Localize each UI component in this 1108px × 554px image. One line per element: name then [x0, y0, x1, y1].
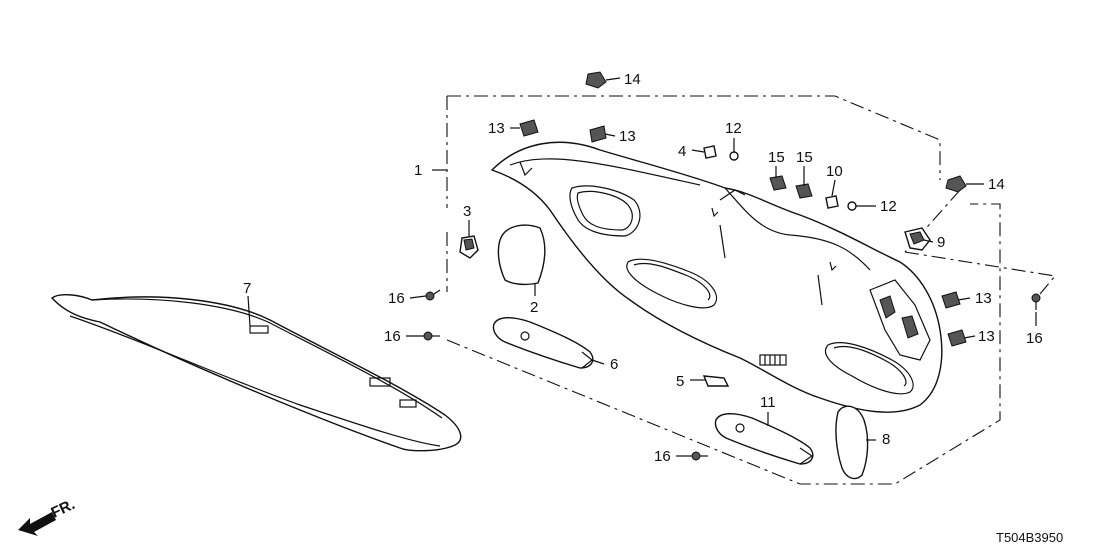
callout-14-right: 14 — [988, 176, 1005, 193]
callout-13-right-lower: 13 — [978, 328, 995, 345]
part-6-handle-cover — [492, 317, 594, 369]
callout-13-center: 13 — [619, 128, 636, 145]
callout-10: 10 — [826, 163, 843, 180]
callout-5: 5 — [676, 373, 684, 390]
callout-13-right-upper: 13 — [975, 290, 992, 307]
callout-16-upper-left: 16 — [388, 290, 405, 307]
callout-15-right: 15 — [796, 149, 813, 166]
callout-14-top: 14 — [624, 71, 641, 88]
part-2-pad — [497, 224, 546, 286]
callout-15-left: 15 — [768, 149, 785, 166]
part-10-clip — [825, 195, 839, 209]
diagram-code: T504B3950 — [996, 530, 1063, 545]
leader-lines — [247, 77, 1037, 457]
callout-7: 7 — [243, 280, 251, 297]
part-4-clip — [703, 145, 717, 159]
part-9-bracket — [904, 227, 931, 251]
callout-6: 6 — [610, 356, 618, 373]
callout-12-upper: 12 — [725, 120, 742, 137]
callout-labels: 1 2 3 4 5 6 7 8 9 10 11 12 12 13 13 13 1… — [243, 71, 1043, 465]
callout-13-left: 13 — [488, 120, 505, 137]
callout-3: 3 — [463, 203, 471, 220]
part-5-plate — [702, 375, 730, 387]
part-15-bumpers — [769, 175, 813, 199]
part-16-screws — [423, 289, 1041, 461]
callout-16-bottom: 16 — [654, 448, 671, 465]
callout-2: 2 — [530, 299, 538, 316]
callout-4: 4 — [678, 143, 686, 160]
part-13-clips — [519, 119, 967, 347]
callout-9: 9 — [937, 234, 945, 251]
callout-1: 1 — [414, 162, 422, 179]
trunk-lid-lining — [490, 141, 943, 413]
direction-label: FR. — [49, 496, 78, 522]
part-14-grommets — [585, 71, 967, 193]
callout-12-right: 12 — [880, 198, 897, 215]
front-direction-arrow: FR. — [18, 496, 78, 536]
callout-16-right: 16 — [1026, 330, 1043, 347]
callout-8: 8 — [882, 431, 890, 448]
assembly-boundary — [446, 95, 1057, 485]
part-7-trim-strap — [50, 293, 462, 452]
callout-16-lower-left: 16 — [384, 328, 401, 345]
part-3-bracket — [459, 235, 479, 259]
part-11-handle-cover — [714, 413, 814, 465]
part-8-side-cover — [835, 405, 869, 480]
callout-11: 11 — [760, 394, 776, 411]
